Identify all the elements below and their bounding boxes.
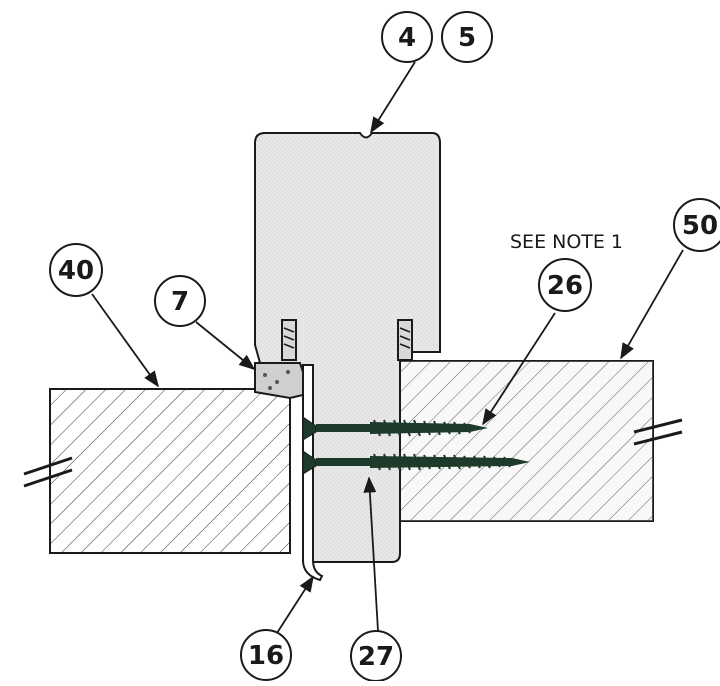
callout-40-label: 40: [58, 256, 94, 286]
callout-26: 26: [538, 258, 592, 312]
right-wall-block: [394, 360, 683, 522]
left-wall-block: [23, 388, 291, 554]
callout-7: 7: [154, 275, 206, 327]
callout-4: 4: [381, 11, 433, 63]
callout-50-label: 50: [682, 211, 718, 241]
screw-lower: [302, 450, 530, 475]
callout-4-label: 4: [398, 23, 416, 53]
leader-lines: [91, 61, 684, 634]
callout-50: 50: [673, 198, 720, 252]
callout-16: 16: [240, 629, 292, 681]
callout-27: 27: [350, 630, 402, 682]
callout-5-label: 5: [458, 23, 476, 53]
callout-7-label: 7: [171, 287, 189, 317]
flashing-strip: [301, 364, 324, 582]
screw-upper: [302, 416, 488, 441]
callout-5: 5: [441, 11, 493, 63]
callout-16-label: 16: [248, 641, 284, 671]
see-note-label: SEE NOTE 1: [510, 231, 623, 253]
seal-gasket: [254, 362, 304, 400]
callout-40: 40: [49, 243, 103, 297]
callout-27-label: 27: [358, 642, 394, 672]
callout-26-label: 26: [547, 271, 583, 301]
